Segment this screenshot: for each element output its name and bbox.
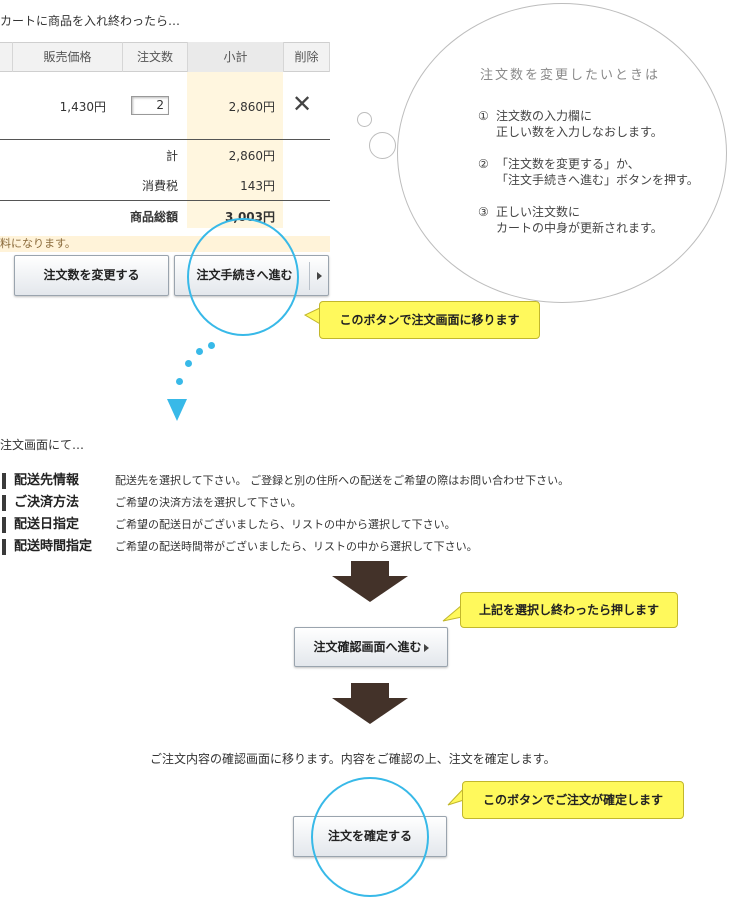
- flow-arrow-down-icon: [332, 698, 408, 724]
- order-row-shipping: 配送先情報 配送先を選択して下さい。 ご登録と別の住所への配送をご希望の際はお問…: [0, 472, 720, 494]
- order-row-delivery-date: 配送日指定 ご希望の配送日がございましたら、リストの中から選択して下さい。: [0, 516, 720, 538]
- cart-heading: カートに商品を入れ終わったら…: [0, 14, 181, 28]
- row-description: ご希望の決済方法を選択して下さい。: [115, 496, 302, 509]
- sum-value: 2,860円: [228, 149, 275, 163]
- header-delete: 削除: [283, 42, 330, 72]
- row-label: ご決済方法: [14, 495, 80, 510]
- row-description: ご希望の配送時間帯がございましたら、リストの中から選択して下さい。: [115, 540, 478, 553]
- step-line: 「注文手続きへ進む」ボタンを押す。: [496, 173, 699, 187]
- confirm-description: ご注文内容の確認画面に移ります。内容をご確認の上、注文を確定します。: [150, 752, 556, 766]
- order-heading: 注文画面にて…: [0, 438, 85, 452]
- item-price: 1,430円: [59, 100, 106, 114]
- cloud-step-2: ② 「注文数を変更する」か、 「注文手続きへ進む」ボタンを押す。: [478, 156, 723, 188]
- step-line: 注文数の入力欄に: [496, 109, 593, 123]
- step-line: 正しい注文数に: [496, 205, 581, 219]
- callout-order-confirmed: このボタンでご注文が確定します: [462, 781, 684, 819]
- row-label: 配送先情報: [14, 473, 80, 488]
- quantity-input[interactable]: 2: [131, 96, 169, 115]
- item-subtotal: 2,860円: [228, 100, 275, 114]
- step-number: ①: [478, 109, 489, 123]
- change-quantity-button[interactable]: 注文数を変更する: [14, 255, 169, 296]
- row-marker: [2, 495, 6, 511]
- row-description: ご希望の配送日がございましたら、リストの中から選択して下さい。: [115, 518, 456, 531]
- step-line: 正しい数を入力しなおします。: [496, 125, 663, 139]
- arrow-right-icon: [317, 272, 322, 280]
- flow-arrow-stem: [351, 561, 389, 577]
- tax-value: 143円: [240, 179, 275, 193]
- totals-divider: [0, 200, 330, 201]
- flow-arrow-down-icon: [332, 576, 408, 602]
- cloud-step-3: ③ 正しい注文数に カートの中身が更新されます。: [478, 204, 723, 236]
- highlight-ring: [311, 777, 429, 897]
- header-subtotal: 小計: [187, 42, 283, 72]
- callout-after-selection: 上記を選択し終わったら押します: [460, 592, 678, 628]
- arrow-right-icon: [423, 643, 429, 652]
- dotted-path-dot: [185, 360, 192, 367]
- order-steps-list: 配送先情報 配送先を選択して下さい。 ご登録と別の住所への配送をご希望の際はお問…: [0, 472, 720, 560]
- tax-label: 消費税: [141, 179, 178, 193]
- row-label: 配送日指定: [14, 517, 80, 532]
- callout-order-screen: このボタンで注文画面に移ります: [319, 301, 540, 339]
- arrow-down-icon: [167, 399, 187, 421]
- step-line: カートの中身が更新されます。: [496, 221, 663, 235]
- thought-cloud: [397, 3, 727, 303]
- step-number: ③: [478, 205, 489, 219]
- row-label: 配送時間指定: [14, 539, 93, 554]
- proceed-confirm-button[interactable]: 注文確認画面へ進む: [294, 627, 448, 667]
- order-row-payment: ご決済方法 ご希望の決済方法を選択して下さい。: [0, 494, 720, 516]
- cloud-step-1: ① 注文数の入力欄に 正しい数を入力しなおします。: [478, 108, 723, 140]
- subtotal-column-highlight: [187, 72, 283, 228]
- table-divider: [0, 139, 330, 140]
- step-number: ②: [478, 157, 489, 171]
- grand-total-label: 商品総額: [129, 210, 178, 224]
- proceed-confirm-label: 注文確認画面へ進む: [313, 640, 422, 654]
- thought-bubble-medium: [369, 132, 396, 159]
- dotted-path-dot: [208, 342, 215, 349]
- button-separator: [309, 262, 310, 290]
- sum-label: 計: [165, 149, 178, 163]
- row-marker: [2, 539, 6, 555]
- row-marker: [2, 473, 6, 489]
- delete-x-icon[interactable]: ✕: [292, 90, 313, 118]
- highlight-ring: [187, 218, 299, 336]
- header-qty: 注文数: [122, 42, 187, 72]
- thought-bubble-small: [357, 112, 372, 127]
- dotted-path-dot: [176, 378, 183, 385]
- row-marker: [2, 517, 6, 533]
- dotted-path-dot: [196, 348, 203, 355]
- flow-arrow-stem: [351, 683, 389, 699]
- step-line: 「注文数を変更する」か、: [496, 157, 640, 171]
- cloud-title: 注文数を変更したいときは: [480, 68, 661, 83]
- order-row-delivery-time: 配送時間指定 ご希望の配送時間帯がございましたら、リストの中から選択して下さい。: [0, 538, 720, 560]
- header-price: 販売価格: [12, 42, 122, 72]
- row-description: 配送先を選択して下さい。 ご登録と別の住所への配送をご希望の際はお問い合わせ下さ…: [115, 474, 570, 487]
